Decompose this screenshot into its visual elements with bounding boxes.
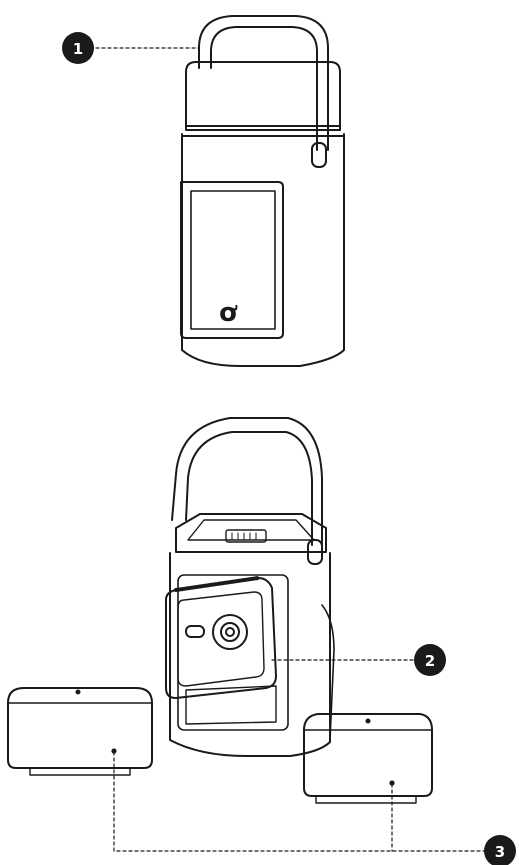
speaker-right (304, 714, 432, 803)
speaker-modules (8, 688, 432, 803)
projector-unit (166, 418, 334, 756)
callout-1: 1 (62, 32, 94, 64)
callout-number: 2 (425, 652, 435, 670)
speaker-left (8, 688, 152, 775)
knob (312, 143, 326, 167)
brand-logo: ơ (219, 298, 238, 328)
callout-3: 3 (484, 835, 516, 865)
assembled-lantern: ơ (181, 16, 344, 366)
callout-number: 1 (73, 40, 83, 58)
callout-number: 3 (495, 843, 505, 861)
callout-2: 2 (414, 644, 446, 676)
